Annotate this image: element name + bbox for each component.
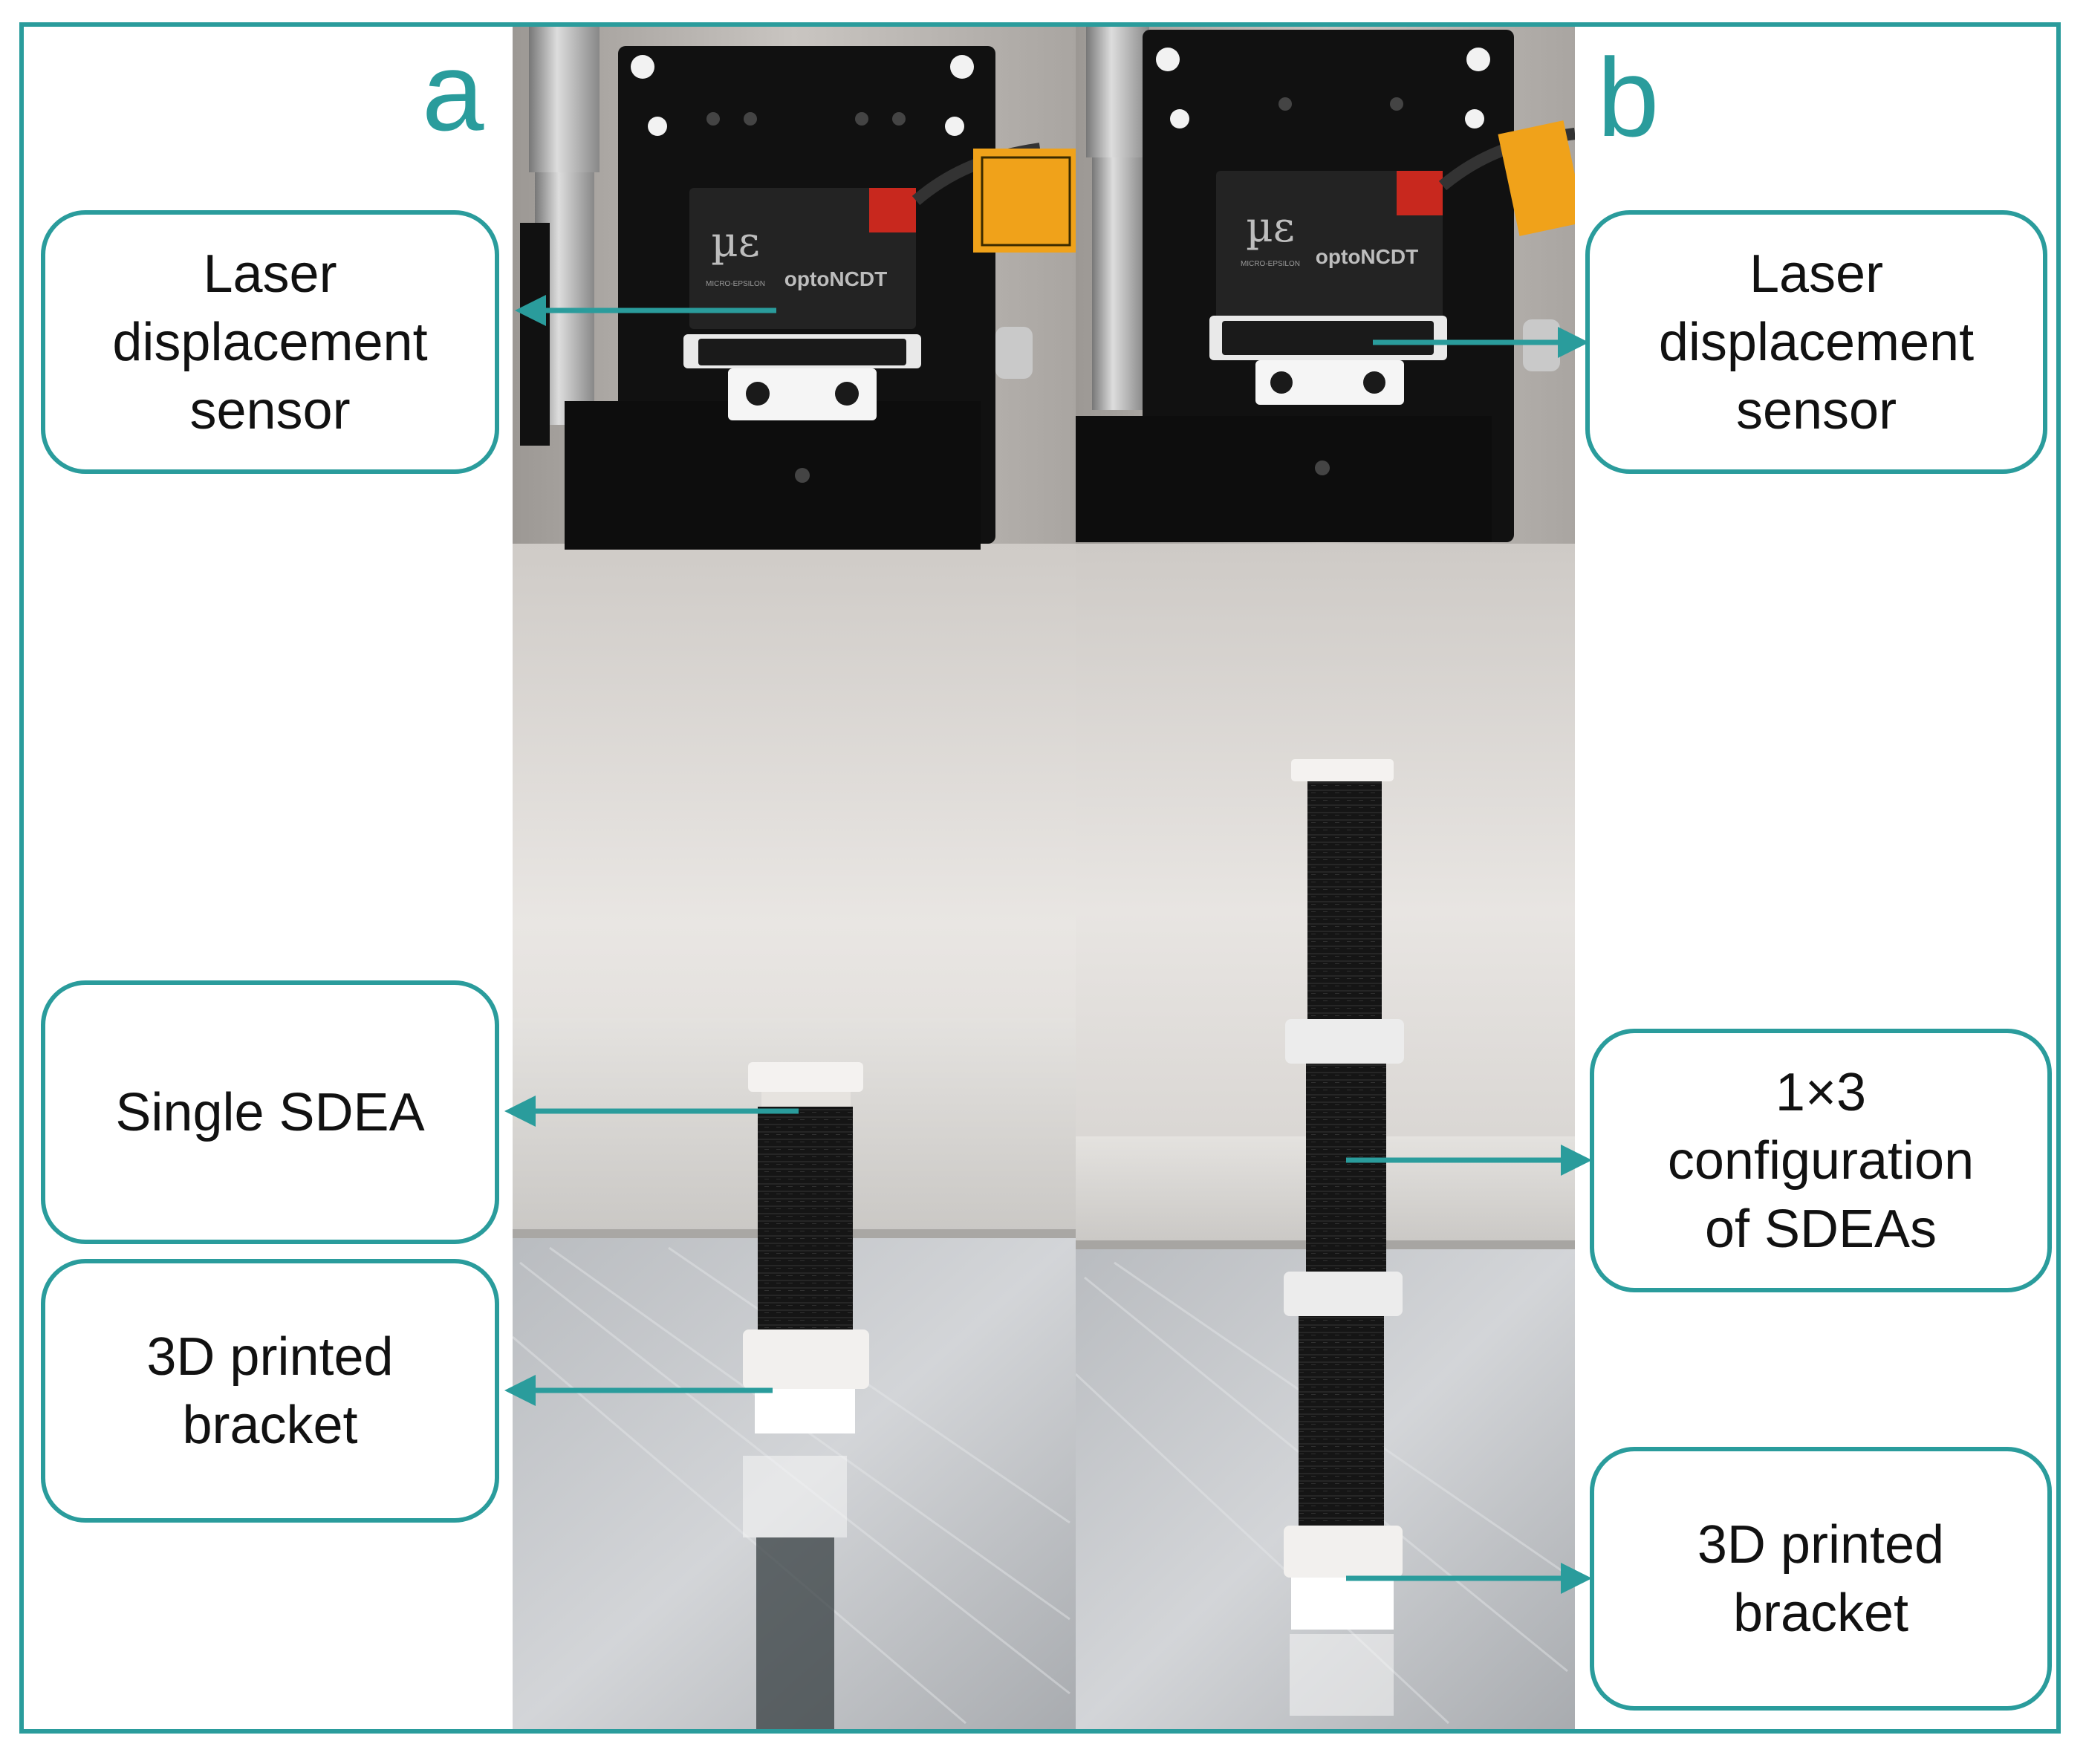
panel-label-a: a — [422, 29, 484, 154]
photo-panel-a: µε optoNCDT MICRO-EPSILON — [513, 24, 1076, 1732]
sensor-brand-b: optoNCDT — [1316, 245, 1418, 268]
callout-bracket-b: 3D printed bracket — [1590, 1447, 2052, 1711]
callout-label: Laser displacement sensor — [1658, 244, 1975, 440]
sensor-brand-a: optoNCDT — [784, 267, 887, 290]
callout-1x3-sdeas-b: 1×3 configuration of SDEAs — [1590, 1029, 2052, 1292]
sensor-logo-a: µε — [711, 218, 759, 267]
sensor-logo-b: µε — [1246, 204, 1294, 252]
callout-label: 1×3 configuration of SDEAs — [1667, 1062, 1975, 1259]
photo-panel-b: µε optoNCDT MICRO-EPSILON — [1076, 24, 1575, 1732]
panel-label-b: b — [1597, 35, 1660, 160]
callout-label: 3D printed bracket — [146, 1327, 394, 1455]
callout-bracket-a: 3D printed bracket — [41, 1259, 499, 1523]
figure-frame — [19, 22, 2061, 1734]
sensor-maker-a: MICRO-EPSILON — [706, 280, 765, 288]
callout-laser-sensor-b: Laser displacement sensor — [1585, 210, 2047, 474]
callout-label: Laser displacement sensor — [112, 244, 428, 440]
callout-label: 3D printed bracket — [1697, 1514, 1945, 1643]
sensor-maker-b: MICRO-EPSILON — [1241, 260, 1300, 268]
annotation-arrows — [504, 295, 1592, 1594]
callout-label: Single SDEA — [115, 1082, 425, 1142]
callout-single-sdea-a: Single SDEA — [41, 980, 499, 1244]
callout-laser-sensor-a: Laser displacement sensor — [41, 210, 499, 474]
